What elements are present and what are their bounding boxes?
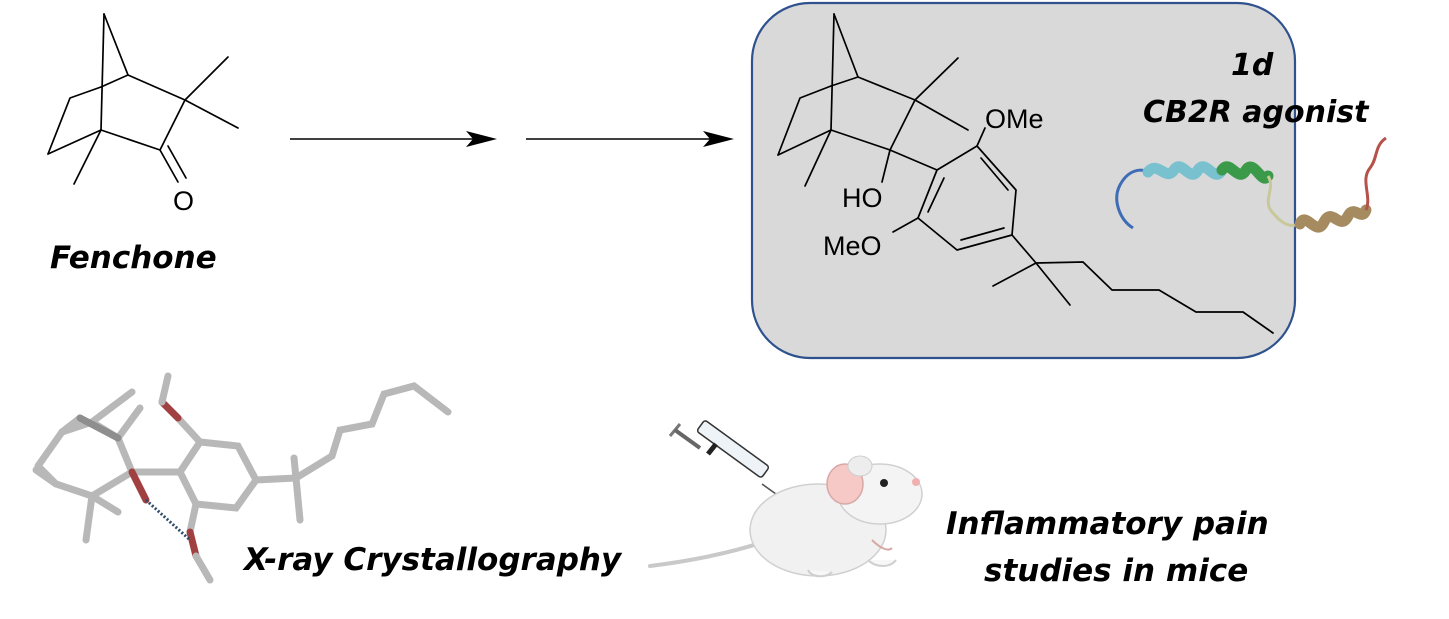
hydroxyl-label: HO: [842, 183, 883, 213]
pain-study-label-line1: Inflammatory pain: [946, 506, 1269, 542]
compound-highlight-box: [750, 1, 1297, 360]
compound-id-label: 1d: [1231, 48, 1274, 83]
compound-1d-structure: OMe HO MeO: [777, 13, 1274, 334]
fenchone-label: Fenchone: [50, 240, 217, 276]
reaction-arrow-2: [526, 131, 734, 147]
methoxy-top-label: OMe: [985, 104, 1044, 134]
fenchone-structure: O: [47, 13, 239, 216]
xray-label: X-ray Crystallography: [242, 542, 623, 578]
reaction-arrow-1: [290, 131, 497, 147]
pain-study-label-line2: studies in mice: [984, 553, 1248, 589]
syringe-icon: [668, 420, 791, 505]
mouse-icon: [648, 455, 923, 578]
compound-class-label: CB2R agonist: [1143, 95, 1370, 130]
xray-crystal-structure: [32, 372, 452, 584]
cb2r-protein-ribbon: [1115, 136, 1387, 233]
fenchone-oxygen: O: [173, 186, 194, 216]
methoxy-bottom-label: MeO: [823, 231, 882, 261]
